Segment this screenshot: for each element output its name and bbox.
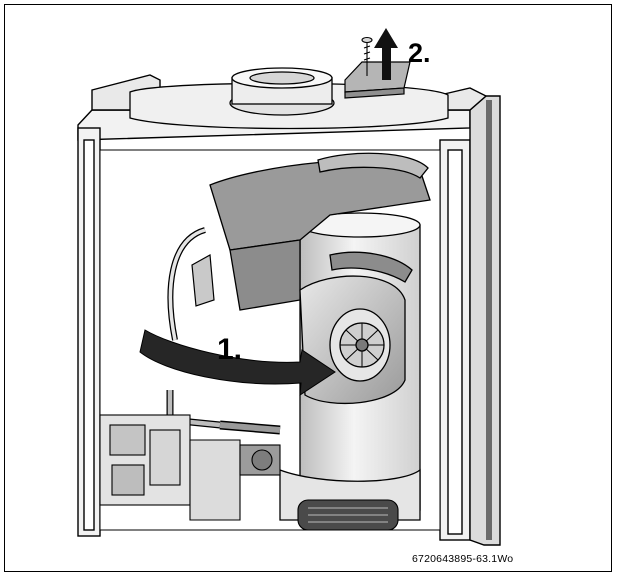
cover-plate xyxy=(344,61,411,99)
burner-hood xyxy=(209,152,431,311)
rotate-arrow-icon xyxy=(139,329,336,396)
top-cover xyxy=(129,67,449,130)
bottom-grille xyxy=(297,499,399,531)
gas-valve xyxy=(99,414,281,521)
figure-code: 6720643895-63.1Wo xyxy=(412,553,514,565)
fan-housing xyxy=(299,251,413,404)
step-2-label: 2. xyxy=(408,38,431,68)
screw-icon xyxy=(361,36,373,76)
step-1-label: 1. xyxy=(217,333,243,366)
lift-arrow-icon xyxy=(374,28,398,80)
pipework xyxy=(166,227,281,435)
